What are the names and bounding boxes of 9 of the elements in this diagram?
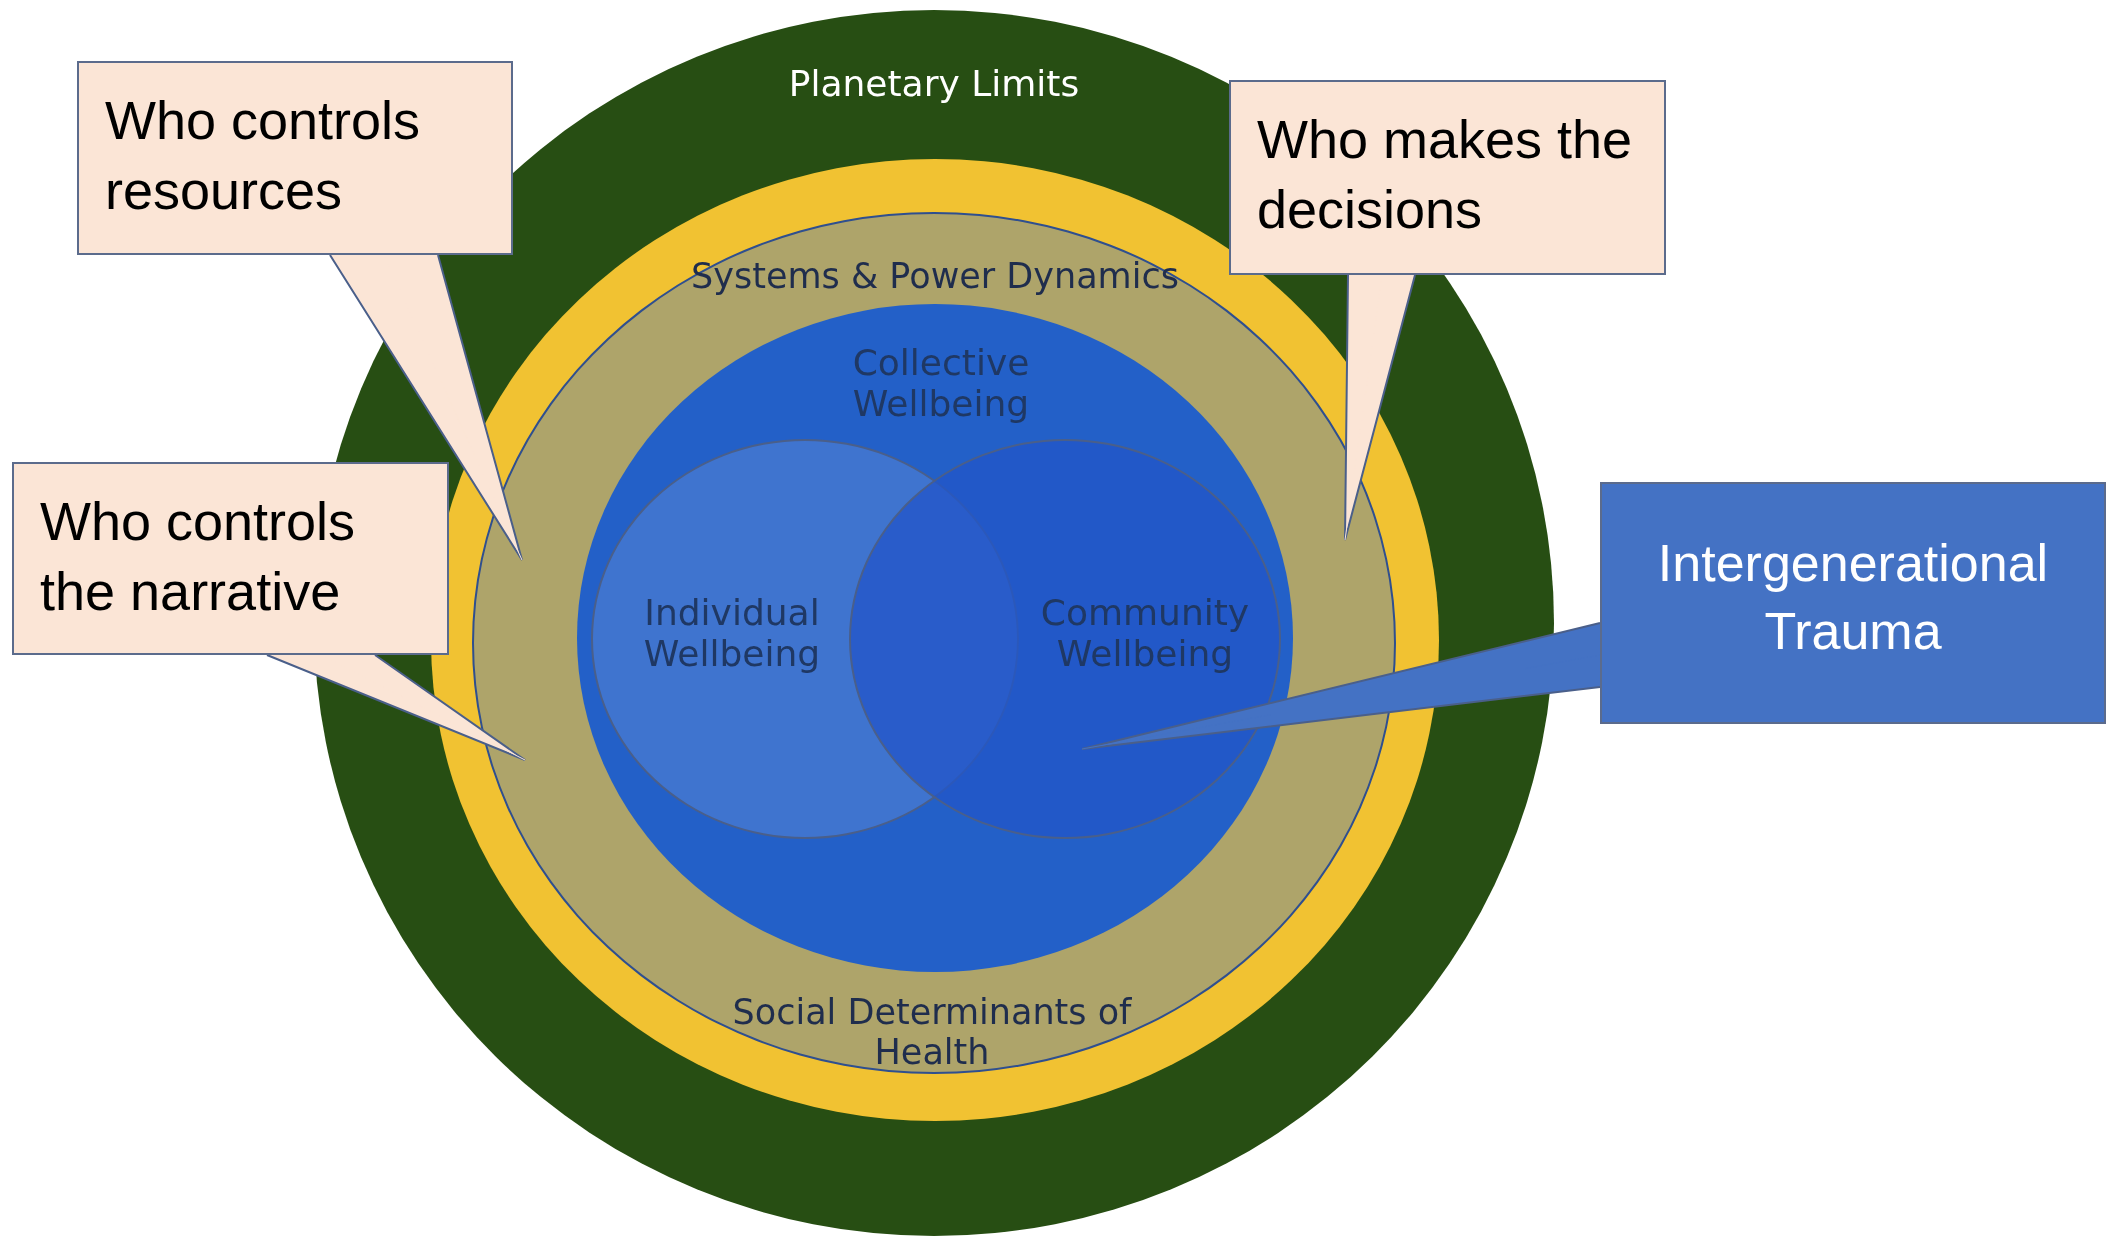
circle-label: Social Determinants of Health (731, 991, 1133, 1073)
callout-box: Who makes the decisions (1229, 80, 1666, 275)
circle-label: Community Wellbeing (1039, 591, 1251, 675)
callout-box: Intergenerational Trauma (1600, 482, 2106, 724)
circle-label: Individual Wellbeing (642, 591, 822, 675)
circle-label: Systems & Power Dynamics (690, 255, 1180, 297)
callout-box: Who controls resources (77, 61, 513, 255)
circle-label: Planetary Limits (787, 63, 1081, 105)
circle-label: Collective Wellbeing (851, 341, 1031, 425)
